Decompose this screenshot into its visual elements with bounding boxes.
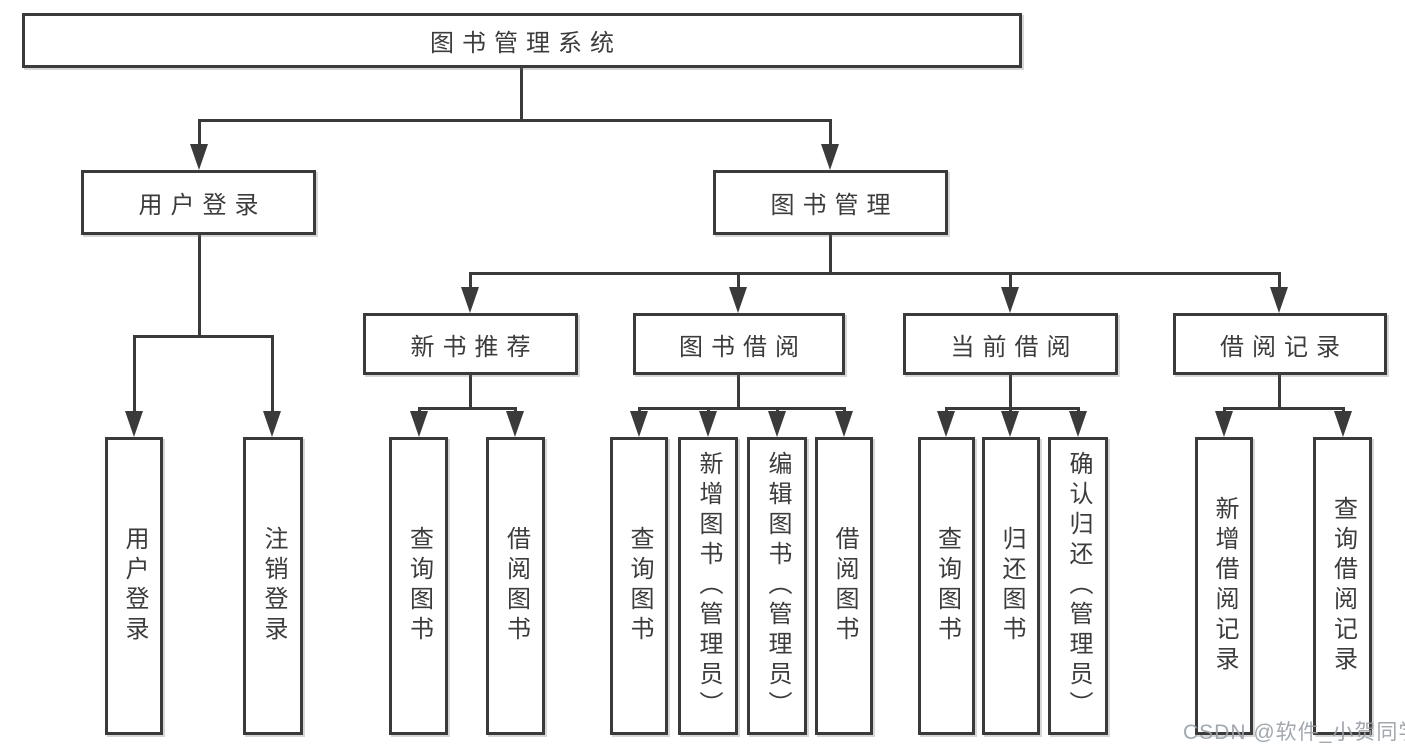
arrow-down-icon <box>821 144 839 170</box>
leaf-label: 借阅图书 <box>831 526 858 646</box>
node-current-borrowing: 当前借阅 <box>903 313 1118 375</box>
leaf-label: 查询图书 <box>933 526 961 646</box>
leaf-label: 归还图书 <box>998 526 1025 646</box>
leaf-label: 编辑图书（管理员） <box>764 451 791 721</box>
connector-drop-level3 <box>469 272 472 290</box>
leaf-confirm-return-admin: 确认归还（管理员） <box>1048 437 1108 735</box>
leaf-borrow-books: 借阅图书 <box>815 437 873 735</box>
node-label: 图书借阅 <box>679 333 807 361</box>
connector-bookmgmt-rail <box>469 272 1281 275</box>
connector-borrowrecords-rail <box>1223 407 1345 410</box>
connector-drop-book-mgmt <box>829 119 832 147</box>
leaf-user-login: 用户登录 <box>105 437 163 735</box>
leaf-label: 新增借阅记录 <box>1211 496 1238 676</box>
connector-newbook-rail <box>418 407 517 410</box>
arrow-down-icon <box>125 411 143 437</box>
node-label: 借阅记录 <box>1220 333 1348 361</box>
node-book-borrowing: 图书借阅 <box>633 313 845 375</box>
node-library-management-system: 图书管理系统 <box>22 13 1022 68</box>
leaf-label: 确认归还（管理员） <box>1065 451 1092 721</box>
node-label: 新书推荐 <box>410 333 539 361</box>
node-label: 图书管理系统 <box>430 30 622 57</box>
leaf-add-books-admin: 新增图书（管理员） <box>678 437 738 735</box>
arrow-down-icon <box>1001 287 1019 313</box>
connector-drop-leaf <box>133 335 136 415</box>
node-borrowing-records: 借阅记录 <box>1173 313 1387 375</box>
node-book-management: 图书管理 <box>713 170 948 235</box>
arrow-down-icon <box>1001 411 1019 437</box>
leaf-label: 注销登录 <box>260 526 287 646</box>
arrow-down-icon <box>630 411 648 437</box>
leaf-return-books: 归还图书 <box>982 437 1040 735</box>
arrow-down-icon <box>1270 287 1288 313</box>
connector-drop-level3 <box>1278 272 1281 290</box>
arrow-down-icon <box>768 411 786 437</box>
node-new-book-recommend: 新书推荐 <box>363 313 578 375</box>
arrow-down-icon <box>1069 411 1087 437</box>
leaf-edit-books-admin: 编辑图书（管理员） <box>747 437 807 735</box>
connector-drop-leaf <box>271 335 274 415</box>
connector-userlogin-rail <box>133 335 274 338</box>
arrow-down-icon <box>190 144 208 170</box>
arrow-down-icon <box>1215 411 1233 437</box>
arrow-down-icon <box>410 411 428 437</box>
arrow-down-icon <box>506 411 524 437</box>
arrow-down-icon <box>699 411 717 437</box>
node-label: 当前借阅 <box>950 333 1079 361</box>
leaf-query-books-current: 查询图书 <box>918 437 975 735</box>
node-label: 图书管理 <box>770 192 899 219</box>
connector-root-stem <box>520 68 523 120</box>
connector-currentborrow-stem <box>1009 375 1012 409</box>
arrow-down-icon <box>729 287 747 313</box>
leaf-borrow-books-recommend: 借阅图书 <box>486 437 545 735</box>
connector-bookmgmt-stem <box>829 235 832 274</box>
leaf-label: 用户登录 <box>121 526 148 646</box>
leaf-add-borrow-record: 新增借阅记录 <box>1195 437 1253 735</box>
connector-drop-user-login <box>198 119 201 147</box>
leaf-query-books-recommend: 查询图书 <box>389 437 448 735</box>
connector-currentborrow-rail <box>945 407 1080 410</box>
connector-bookborrow-stem <box>737 375 740 409</box>
leaf-label: 查询借阅记录 <box>1329 496 1357 676</box>
leaf-label: 查询图书 <box>405 526 433 646</box>
leaf-label: 新增图书（管理员） <box>695 451 722 721</box>
connector-newbook-stem <box>469 375 472 409</box>
connector-root-rail <box>198 119 832 122</box>
connector-userlogin-stem <box>198 235 201 338</box>
node-user-login: 用户登录 <box>81 170 316 235</box>
csdn-watermark: CSDN @软件_小贺同学 <box>1183 721 1405 744</box>
arrow-down-icon <box>461 287 479 313</box>
node-label: 用户登录 <box>138 192 267 219</box>
arrow-down-icon <box>263 411 281 437</box>
leaf-query-books-borrowing: 查询图书 <box>610 437 668 735</box>
leaf-label: 借阅图书 <box>502 526 530 646</box>
connector-borrowrecords-stem <box>1278 375 1281 409</box>
connector-drop-level3 <box>737 272 740 290</box>
leaf-label: 查询图书 <box>626 526 653 646</box>
leaf-query-borrow-record: 查询借阅记录 <box>1313 437 1372 735</box>
arrow-down-icon <box>835 411 853 437</box>
connector-drop-level3 <box>1009 272 1012 290</box>
leaf-logout: 注销登录 <box>243 437 303 735</box>
arrow-down-icon <box>937 411 955 437</box>
arrow-down-icon <box>1334 411 1352 437</box>
connector-bookborrow-rail <box>638 407 845 410</box>
